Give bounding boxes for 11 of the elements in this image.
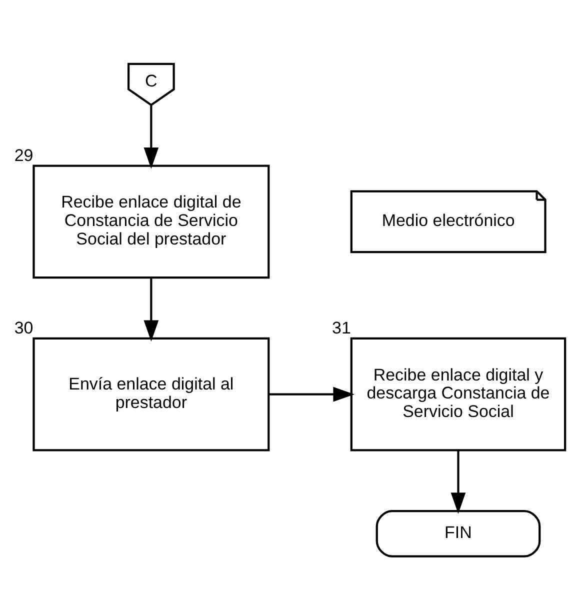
node-label: 30 <box>14 318 34 338</box>
arrow <box>144 277 159 342</box>
node-box: FIN <box>376 510 541 557</box>
arrow <box>450 450 466 514</box>
node-box: Recibe enlace digital de Constancia de Servicio Social del prestador <box>32 164 270 278</box>
arrow <box>144 104 159 168</box>
node-box: Envía enlace digital al prestador <box>32 336 270 451</box>
arrow <box>268 386 354 402</box>
node-label: 31 <box>332 318 351 338</box>
node-box: Recibe enlace digital y descarga Constancia de Servicio Social <box>350 336 566 451</box>
node-label: 29 <box>14 145 34 164</box>
